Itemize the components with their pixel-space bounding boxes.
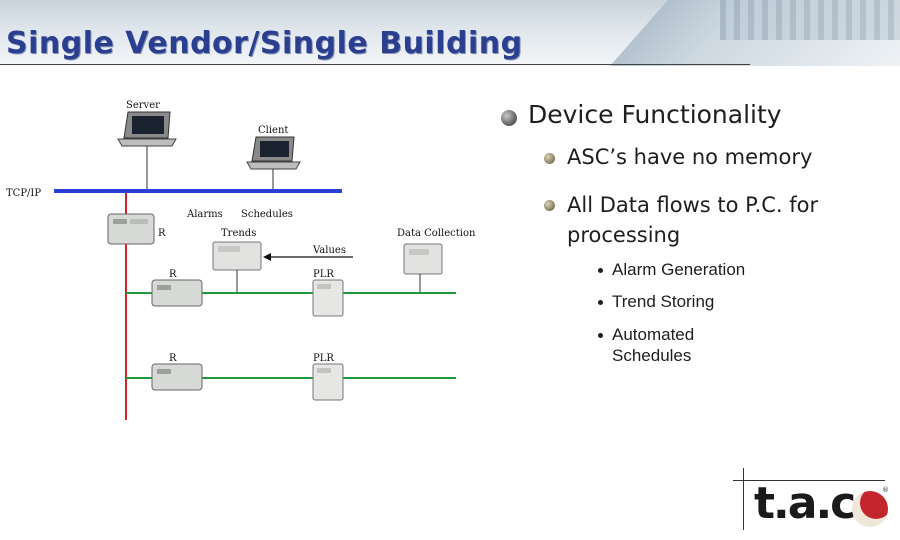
server-computer-icon <box>117 111 177 147</box>
router-label-bottom: R <box>169 353 177 364</box>
sub-bullet-icon <box>598 300 603 305</box>
company-logo: t.a.c <box>754 478 856 529</box>
router-device-icon <box>151 279 203 307</box>
heading-bullet-icon <box>501 110 517 126</box>
tcp-ip-bus <box>54 189 342 193</box>
sub-bullet-icon <box>598 268 603 273</box>
logo-crosshair-horizontal <box>733 480 885 481</box>
header-banner: Single Vendor/Single Building <box>0 0 900 66</box>
trends-label: Trends <box>221 228 256 239</box>
logo-mark-icon <box>852 491 888 527</box>
router-label-top: R <box>158 228 166 239</box>
bullet-icon <box>544 200 555 211</box>
plr-label-mid: PLR <box>313 269 334 280</box>
sub-bullet-icon <box>598 333 603 338</box>
values-arrowhead <box>263 253 271 261</box>
plr-label-bottom: PLR <box>313 353 334 364</box>
client-computer-icon <box>246 136 301 170</box>
point-1: ASC’s have no memory <box>567 145 813 169</box>
logo-crosshair-vertical <box>743 468 744 530</box>
plr-device-icon <box>312 279 344 317</box>
subpoint-2: Trend Storing <box>612 292 715 311</box>
plr-device-icon <box>312 363 344 401</box>
router-label-mid: R <box>169 269 177 280</box>
data-collection-label: Data Collection <box>397 228 476 239</box>
router-device-icon <box>107 213 155 245</box>
values-label: Values <box>312 245 346 256</box>
tcp-ip-label: TCP/IP <box>6 188 41 199</box>
subpoint-3: Automated Schedules <box>612 325 695 365</box>
bullet-icon <box>544 153 555 164</box>
data-collection-device-icon <box>403 243 443 275</box>
server-label: Server <box>126 100 160 111</box>
section-heading: Device Functionality <box>528 100 782 129</box>
client-label: Client <box>258 125 288 136</box>
building-windows <box>720 0 900 40</box>
page-title: Single Vendor/Single Building <box>6 26 523 61</box>
controller-device-icon <box>212 241 262 271</box>
subpoint-1: Alarm Generation <box>612 260 746 279</box>
router-device-icon <box>151 363 203 391</box>
schedules-label: Schedules <box>241 209 293 220</box>
title-divider <box>0 64 750 65</box>
registered-mark: ® <box>882 486 889 494</box>
point-2: All Data flows to P.C. for processing <box>567 193 819 247</box>
alarms-label: Alarms <box>186 209 223 220</box>
